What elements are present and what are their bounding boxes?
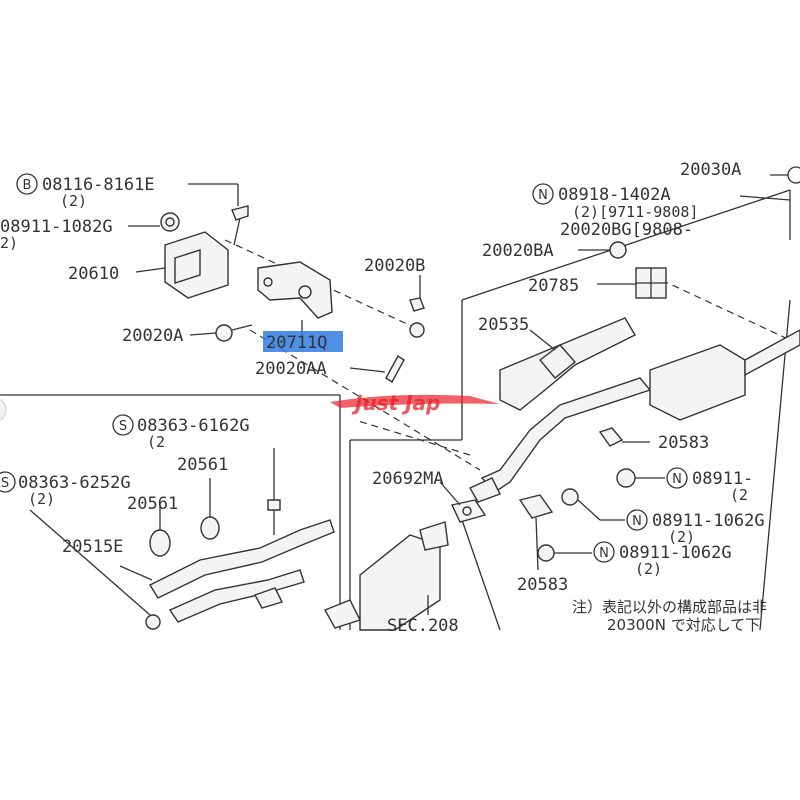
label-08911-c: 08911-1062G [619, 543, 732, 563]
badge-n-08911b: N [626, 509, 648, 531]
label-08363-b: 08363-6252G [18, 473, 131, 493]
heat-shield-20535 [499, 317, 636, 411]
badge-n-08911c: N [593, 541, 615, 563]
svg-text:N: N [632, 514, 642, 529]
note-line-1: 注）表記以外の構成部品は非 [572, 598, 767, 616]
svg-text:N: N [599, 546, 609, 561]
watermark-text: Just Jap [351, 391, 440, 415]
gasket-20692ma [439, 481, 487, 523]
leader-20515e [119, 565, 153, 581]
label-08911-c-qty: (2) [635, 560, 662, 578]
label-20561-a: 20561 [177, 455, 228, 475]
label-20535: 20535 [478, 315, 529, 335]
svg-text:B: B [23, 178, 32, 193]
bolt-08116 [231, 205, 249, 246]
stud-08363-a [267, 448, 281, 535]
label-08911-left-qty: 2) [0, 234, 18, 252]
label-20020aa: 20020AA [255, 359, 327, 379]
label-08116-qty: (2) [60, 192, 87, 210]
leader-20535 [529, 329, 556, 351]
bolt-08363-b [29, 509, 161, 630]
label-08363-b-qty: (2) [28, 490, 55, 508]
hanger-bracket-20610 [164, 231, 229, 299]
gasket-20561-a [149, 505, 171, 557]
leaders-right-top [578, 174, 791, 285]
label-20583-upper: 20583 [658, 433, 709, 453]
label-20515e: 20515E [62, 537, 123, 557]
part-highlight [263, 331, 343, 352]
clamp-20583-upper [598, 427, 650, 447]
label-08911-b-qty: (2) [668, 528, 695, 546]
svg-text:N: N [538, 188, 548, 203]
label-08911-b: 08911-1062G [652, 511, 765, 531]
svg-text:S: S [1, 476, 9, 491]
label-08911-a: 08911- [692, 469, 753, 489]
label-20020a: 20020A [122, 326, 183, 346]
label-20020bg: 20020BG[9808- [560, 220, 693, 240]
nut-08911-c [537, 544, 592, 562]
label-sec208: SEC.208 [387, 616, 459, 636]
label-20692ma: 20692MA [372, 469, 444, 489]
label-20561-b: 20561 [127, 494, 178, 514]
label-20711q: 20711Q [266, 333, 327, 353]
label-20030a: 20030A [680, 160, 741, 180]
label-08918-qty: (2)[9711-9808] [572, 203, 698, 221]
label-20610: 20610 [68, 264, 119, 284]
badge-n-20030a [787, 166, 800, 184]
clamp-20583-lower [518, 494, 554, 571]
badge-n-08918: N [532, 183, 554, 205]
badge-b: B [16, 173, 38, 195]
part-labels: 08116-8161E (2) 08911-1082G 2) 20610 200… [0, 160, 767, 636]
front-pipe-20515e [149, 519, 335, 623]
label-08918: 08918-1402A [558, 185, 671, 205]
svg-text:S: S [119, 419, 127, 434]
leaders-left-top [128, 183, 421, 373]
label-08911-left: 08911-1082G [0, 217, 113, 237]
nut-08911-a [616, 468, 665, 488]
catalytic-converter [324, 521, 449, 631]
nut-08911-b [561, 488, 625, 521]
label-08116: 08116-8161E [42, 175, 155, 195]
note-line-2: 20300N で対応して下 [607, 616, 760, 634]
badge-s-08363a: S [112, 414, 134, 436]
label-20583-lower: 20583 [517, 575, 568, 595]
nut-20020b [409, 297, 425, 338]
badge-n-08911a: N [666, 467, 688, 489]
nut-20020ba [609, 241, 627, 259]
muffler-main [649, 329, 800, 421]
nut-08911-left [160, 212, 180, 232]
label-08363-a-qty: (2 [147, 433, 165, 451]
label-08911-a-qty: (2 [730, 486, 748, 504]
just-jap-watermark: Just Jap [330, 391, 500, 415]
label-20020b: 20020B [364, 256, 425, 276]
bracket-20711q [257, 261, 333, 319]
label-08363-a: 08363-6162G [137, 416, 250, 436]
stud-20020aa [385, 354, 405, 384]
edge-indicator [0, 399, 7, 421]
hanger-20785 [635, 267, 667, 299]
label-20020ba: 20020BA [482, 241, 554, 261]
badge-s-08363b: S [0, 471, 16, 493]
label-20785: 20785 [528, 276, 579, 296]
svg-text:N: N [672, 472, 682, 487]
gasket-20561-b [200, 478, 220, 540]
